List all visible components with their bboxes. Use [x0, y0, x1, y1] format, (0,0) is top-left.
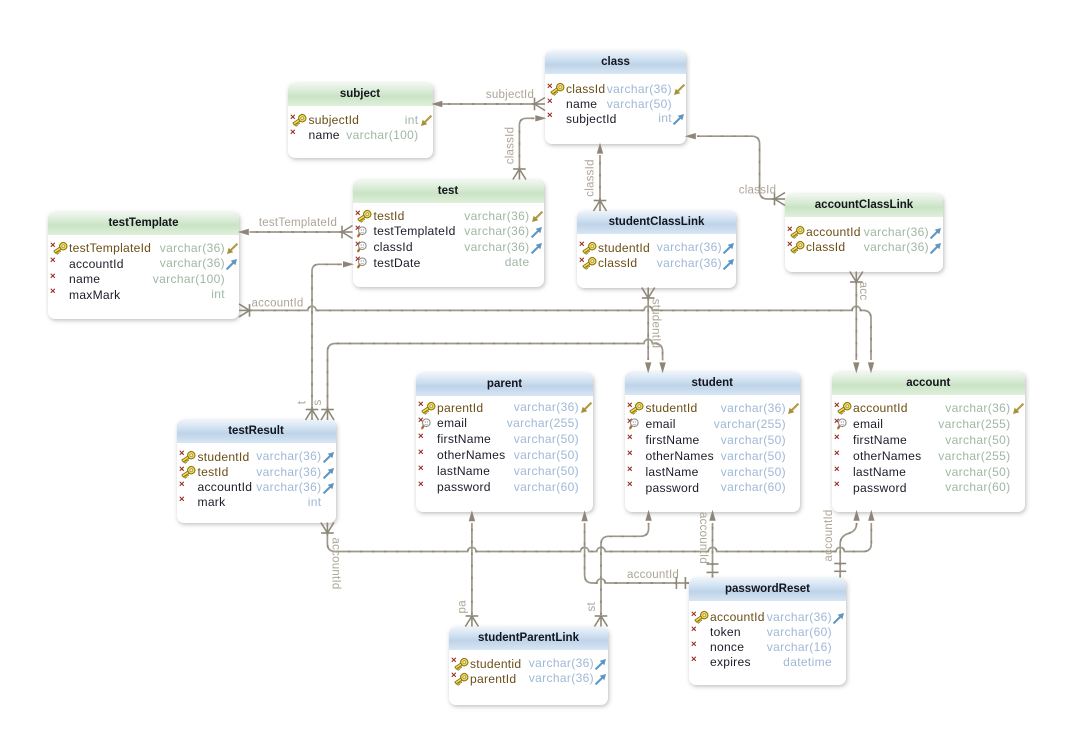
svg-text:accountId: accountId: [627, 569, 679, 581]
svg-text:accountId: accountId: [697, 512, 709, 564]
svg-text:accountId: accountId: [823, 509, 835, 561]
svg-text:classId: classId: [739, 185, 777, 197]
svg-text:t: t: [297, 400, 309, 404]
svg-text:st: st: [586, 602, 598, 612]
svg-text:classId: classId: [584, 159, 596, 197]
svg-text:studentId: studentId: [650, 299, 662, 349]
svg-text:testTemplateId: testTemplateId: [259, 217, 337, 229]
svg-text:s: s: [312, 400, 324, 406]
svg-text:accountId: accountId: [251, 298, 303, 310]
svg-text:classId: classId: [505, 127, 517, 165]
svg-text:pa: pa: [457, 600, 469, 614]
svg-text:subjectId: subjectId: [486, 89, 534, 101]
svg-text:acc: acc: [857, 282, 869, 301]
svg-text:accountId: accountId: [330, 537, 342, 589]
